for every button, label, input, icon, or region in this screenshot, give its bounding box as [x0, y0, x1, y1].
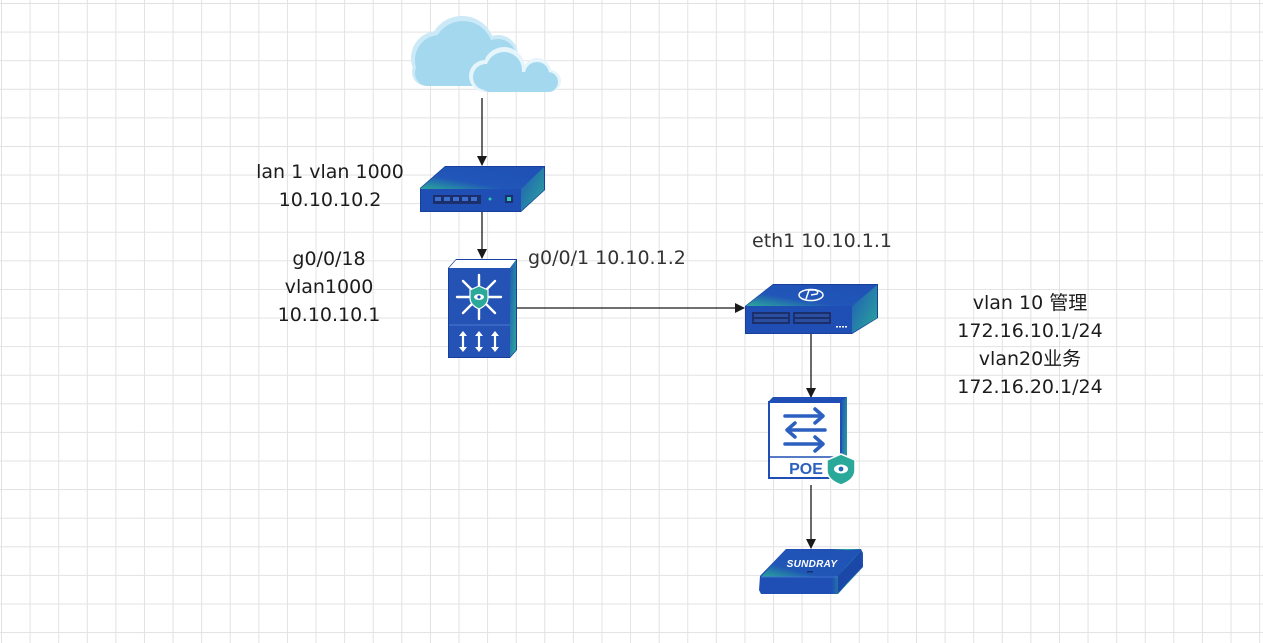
core-switch-label-line-2: vlan1000 [284, 276, 374, 298]
shield-eye-icon [826, 453, 856, 486]
router-icon[interactable] [420, 166, 545, 212]
gateway-logo-icon [798, 288, 824, 302]
router-label-line-1: lan 1 vlan 1000 [256, 161, 404, 183]
access-point-brand: SUNDRAY [787, 559, 839, 570]
router-label: lan 1 vlan 1000 10.10.10.2 [250, 158, 410, 214]
gateway-label: eth1 10.10.1.1 [752, 230, 892, 252]
access-point-icon[interactable]: SUNDRAY [759, 549, 863, 594]
gateway-vlan-line-3: vlan20业务 [978, 348, 1082, 370]
gateway-vlan-label: vlan 10 管理 172.16.10.1/24 vlan20业务 172.1… [950, 289, 1110, 401]
gateway-vlan-line-4: 172.16.20.1/24 [957, 376, 1103, 398]
poe-switch-icon[interactable]: POE [768, 397, 856, 486]
poe-badge-text: POE [789, 461, 823, 478]
core-switch-label-line-3: 10.10.10.1 [277, 304, 381, 326]
gateway-vlan-line-1: vlan 10 管理 [972, 292, 1088, 314]
connections [477, 98, 816, 549]
gateway-vlan-line-2: 172.16.10.1/24 [957, 320, 1103, 342]
cloud-icon[interactable] [411, 16, 561, 92]
core-switch-port-label: g0/0/1 10.10.1.2 [528, 247, 686, 269]
gateway-icon[interactable] [745, 284, 878, 334]
core-switch-label: g0/0/18 vlan1000 10.10.10.1 [249, 245, 409, 329]
core-switch-label-line-1: g0/0/18 [292, 248, 366, 270]
core-switch-icon[interactable] [448, 259, 517, 358]
router-label-line-2: 10.10.10.2 [278, 189, 382, 211]
